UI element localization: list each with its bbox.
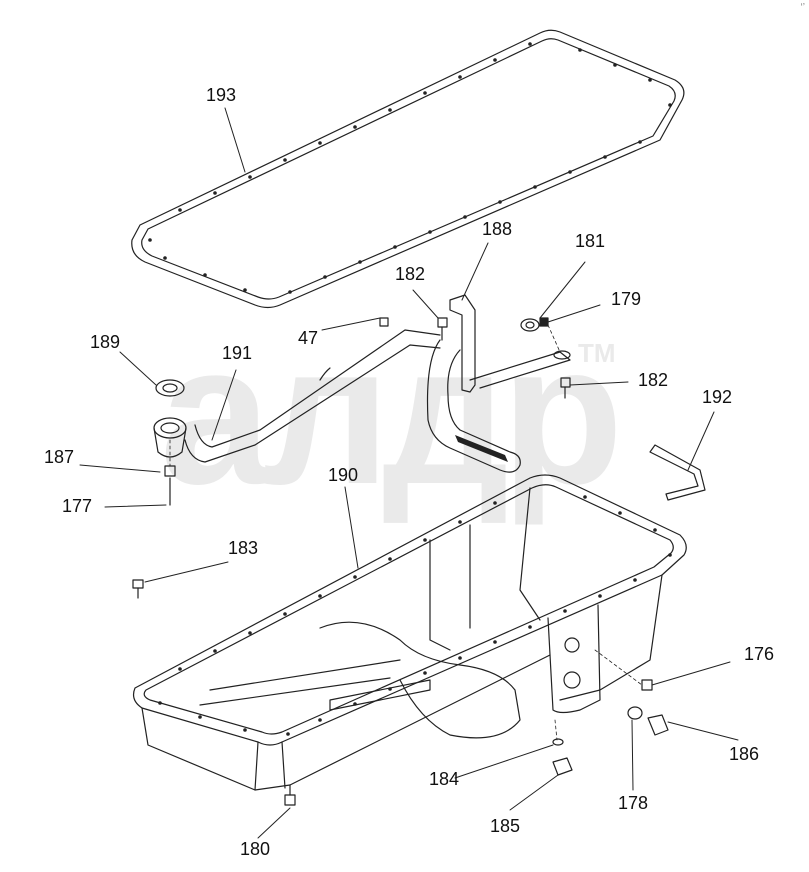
pipe-bracket [449, 294, 571, 393]
bolt-183 [132, 579, 144, 599]
callout-191: 191 [221, 343, 253, 363]
callout-181: 181 [574, 231, 606, 251]
callout-47: 47 [297, 328, 319, 348]
callout-180: 180 [239, 839, 271, 859]
callout-179: 179 [610, 289, 642, 309]
callout-184: 184 [428, 769, 460, 789]
callout-190: 190 [327, 465, 359, 485]
corner-mark: ‘’ [800, 2, 805, 13]
dipstick-bracket [649, 444, 706, 501]
callout-188: 188 [481, 219, 513, 239]
callout-192: 192 [701, 387, 733, 407]
callout-183: 183 [227, 538, 259, 558]
callout-185: 185 [489, 816, 521, 836]
assembly-lines [169, 324, 643, 741]
bolts-182 [379, 317, 571, 399]
callout-193: 193 [205, 85, 237, 105]
watermark-tm: TM [578, 338, 616, 368]
watermark-logo: алдр [160, 303, 623, 526]
leader-lines [79, 107, 739, 839]
callout-182-upper: 182 [394, 264, 426, 284]
callout-189: 189 [89, 332, 121, 352]
oil-pan-gasket [131, 29, 685, 309]
washer-and-nut [520, 317, 549, 332]
callout-176: 176 [743, 644, 775, 664]
callout-182-lower: 182 [637, 370, 669, 390]
callout-187: 187 [43, 447, 75, 467]
callout-186: 186 [728, 744, 760, 764]
callout-177: 177 [61, 496, 93, 516]
oil-pan [132, 474, 687, 791]
drain-parts [284, 679, 669, 806]
pipe-flange [153, 379, 187, 506]
callout-178: 178 [617, 793, 649, 813]
gasket-bolt-holes [148, 42, 672, 294]
oil-suction-pipe [184, 329, 521, 473]
pan-bolt-holes [158, 495, 672, 736]
